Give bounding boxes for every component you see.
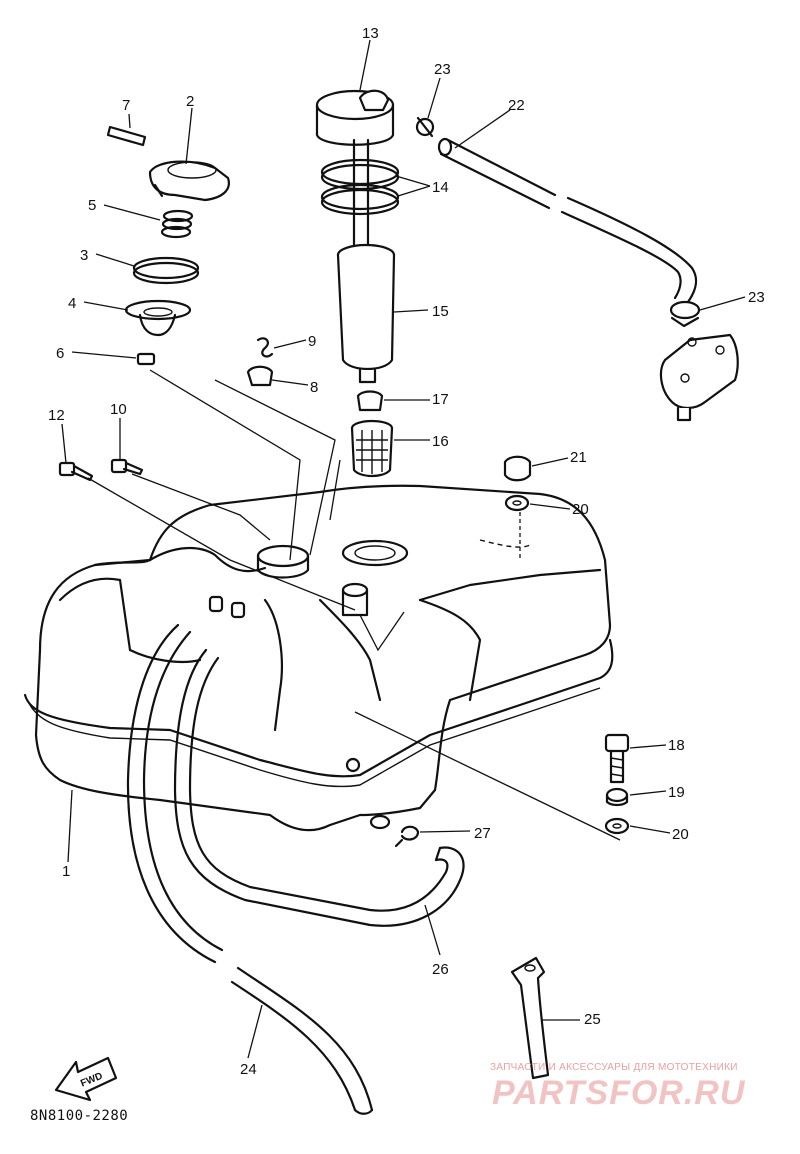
- callout-26: 26: [432, 961, 449, 978]
- callout-19: 19: [668, 784, 685, 801]
- pin: [106, 125, 147, 147]
- hose-clip-27: [394, 825, 420, 848]
- callout-8: 8: [310, 379, 318, 396]
- callout-14: 14: [432, 179, 449, 196]
- callout-5: 5: [88, 197, 96, 214]
- callout-20-lower: 20: [672, 826, 689, 843]
- fuel-filter-cap: [356, 390, 384, 412]
- fuel-tank: [23, 484, 614, 832]
- drain-hose-26: [173, 648, 465, 927]
- o-rings: [320, 158, 400, 216]
- callout-3: 3: [80, 247, 88, 264]
- callout-21: 21: [570, 449, 587, 466]
- mounting-bracket: [659, 333, 739, 422]
- callout-27: 27: [474, 825, 491, 842]
- collar: [605, 787, 629, 807]
- tank-band: [510, 956, 550, 1080]
- callout-7: 7: [122, 97, 130, 114]
- fwd-arrow: FWD: [54, 1056, 118, 1102]
- spring-clip: [256, 337, 274, 358]
- callout-15: 15: [432, 303, 449, 320]
- callout-12: 12: [48, 407, 65, 424]
- callout-6: 6: [56, 345, 64, 362]
- callout-10: 10: [110, 401, 127, 418]
- fuel-filter: [350, 419, 394, 478]
- callout-4: 4: [68, 295, 76, 312]
- breather-hose-24: [126, 623, 374, 1115]
- callout-13: 13: [362, 25, 379, 42]
- callout-1: 1: [62, 863, 70, 880]
- fuel-cock-cover: [315, 89, 395, 146]
- watermark-brand: PARTSFOR.RU: [492, 1074, 746, 1112]
- callout-labels: 1 2 3 4 5 6 7 8 9 10 12 13 14 15 16 17 1…: [48, 25, 765, 1078]
- callout-20-upper: 20: [572, 501, 589, 518]
- nut: [136, 352, 156, 366]
- bolt-10: [110, 458, 144, 476]
- callout-24: 24: [240, 1061, 257, 1078]
- callout-17: 17: [432, 391, 449, 408]
- callout-22: 22: [508, 97, 525, 114]
- callout-25: 25: [584, 1011, 601, 1028]
- callout-16: 16: [432, 433, 449, 450]
- callout-23-right: 23: [748, 289, 765, 306]
- leader-lines: [61, 39, 746, 1059]
- washer-lower: [604, 817, 630, 835]
- callout-18: 18: [668, 737, 685, 754]
- cap-nut: [503, 455, 532, 482]
- hose-clip-right: [669, 300, 701, 328]
- bolt-18: [604, 733, 630, 784]
- bolt-12: [58, 461, 94, 482]
- callout-9: 9: [308, 333, 316, 350]
- fuel-cap: [148, 160, 230, 202]
- drawing-code: 8N8100-2280: [30, 1108, 129, 1124]
- watermark-tagline: ЗАПЧАСТИ И АКСЕССУАРЫ ДЛЯ МОТОТЕХНИКИ: [490, 1062, 738, 1073]
- fuel-strainer-tube: [336, 138, 396, 384]
- washer-upper: [504, 494, 530, 512]
- filler-plate: [124, 299, 192, 337]
- grommet: [246, 365, 274, 387]
- hose-clip-top: [415, 116, 435, 138]
- vent-hose-22: [437, 137, 698, 304]
- gasket: [132, 256, 200, 285]
- spring: [160, 209, 194, 239]
- callout-23-top: 23: [434, 61, 451, 78]
- callout-2: 2: [186, 93, 194, 110]
